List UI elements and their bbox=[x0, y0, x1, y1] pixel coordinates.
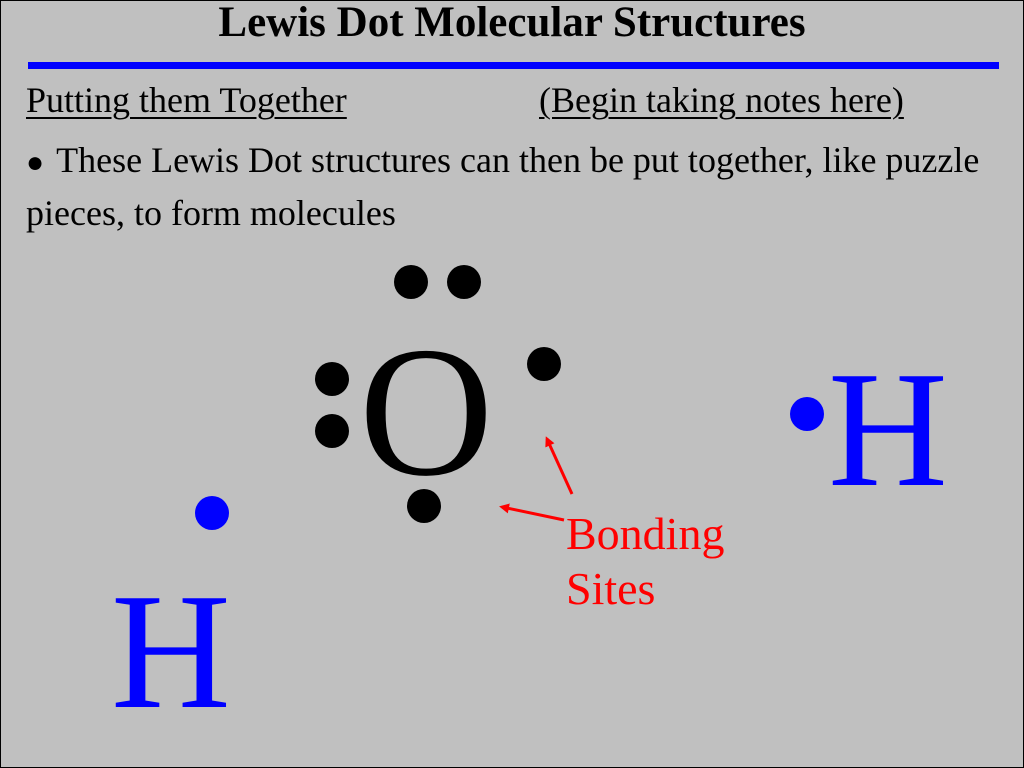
hydrogen-left-electron bbox=[195, 496, 229, 530]
title-divider bbox=[28, 62, 999, 69]
oxygen-electron-bottom bbox=[407, 489, 441, 523]
bonding-sites-label-line2: Sites bbox=[566, 563, 656, 614]
oxygen-electron-left-2 bbox=[315, 414, 349, 448]
subheading-left: Putting them Together bbox=[26, 80, 347, 120]
bullet-icon: ● bbox=[26, 146, 45, 179]
bonding-sites-label-line1: Bonding bbox=[566, 508, 725, 559]
arrow-to-right-electron bbox=[545, 436, 574, 495]
oxygen-electron-top-1 bbox=[394, 265, 428, 299]
oxygen-electron-top-2 bbox=[447, 265, 481, 299]
oxygen-symbol: O bbox=[359, 309, 494, 515]
oxygen-electron-right bbox=[527, 347, 561, 381]
bullet-point: ●These Lewis Dot structures can then be … bbox=[26, 135, 1006, 239]
bullet-text: These Lewis Dot structures can then be p… bbox=[26, 140, 980, 233]
hydrogen-right-electron bbox=[790, 397, 824, 431]
bonding-sites-label: Bonding Sites bbox=[566, 506, 724, 616]
slide-title: Lewis Dot Molecular Structures bbox=[218, 0, 806, 46]
hydrogen-right-symbol: H bbox=[828, 337, 948, 521]
hydrogen-left-symbol: H bbox=[111, 559, 231, 743]
subheading-right: (Begin taking notes here) bbox=[539, 80, 904, 120]
arrow-to-bottom-electron bbox=[499, 503, 565, 522]
oxygen-electron-left-1 bbox=[315, 362, 349, 396]
